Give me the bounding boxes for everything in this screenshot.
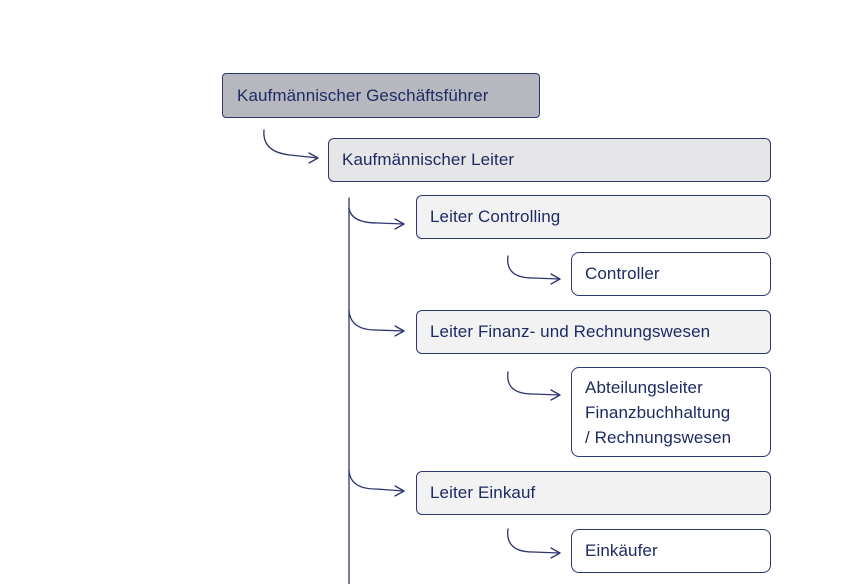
node-controller: Controller <box>571 252 771 296</box>
arrowhead <box>394 325 405 337</box>
node-label: Leiter Einkauf <box>430 483 536 502</box>
arrowhead <box>550 547 561 559</box>
node-abteilungsleiter-finanzbuchhaltung: Abteilungsleiter Finanzbuchhaltung / Rec… <box>571 367 771 457</box>
connector-arrow <box>348 207 405 225</box>
node-label: Controller <box>585 264 660 283</box>
node-kaufmaennischer-geschaeftsfuehrer: Kaufmännischer Geschäftsführer <box>222 73 540 118</box>
node-label: Einkäufer <box>585 541 658 560</box>
node-label: Abteilungsleiter Finanzbuchhaltung / Rec… <box>585 377 732 447</box>
node-label: Kaufmännischer Leiter <box>342 150 515 169</box>
connector-arrow <box>348 469 405 492</box>
arrowhead <box>550 273 561 285</box>
node-leiter-controlling: Leiter Controlling <box>416 195 771 239</box>
connector-arrow <box>263 129 319 159</box>
arrowhead <box>308 152 319 164</box>
node-kaufmaennischer-leiter: Kaufmännischer Leiter <box>328 138 771 182</box>
node-label: Leiter Controlling <box>430 207 561 226</box>
node-label: Leiter Finanz- und Rechnungswesen <box>430 322 711 341</box>
connector-arrow <box>507 371 561 396</box>
node-einkaeufer: Einkäufer <box>571 529 771 573</box>
arrowhead <box>394 218 405 230</box>
arrowhead <box>394 485 405 497</box>
node-leiter-einkauf: Leiter Einkauf <box>416 471 771 515</box>
node-leiter-finanz-rechnungswesen: Leiter Finanz- und Rechnungswesen <box>416 310 771 354</box>
connector-arrow <box>348 309 405 332</box>
connector-arrow <box>507 255 561 280</box>
node-label: Kaufmännischer Geschäftsführer <box>237 85 489 105</box>
arrowhead <box>550 389 561 401</box>
connector-arrow <box>507 528 561 554</box>
